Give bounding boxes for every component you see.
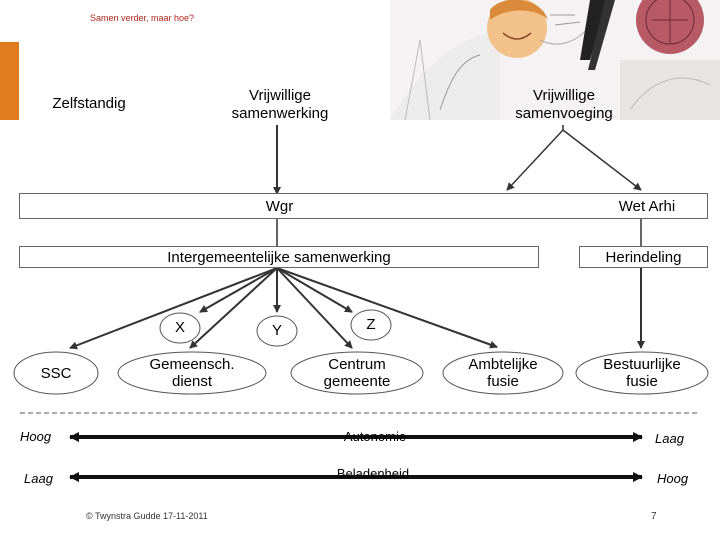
ellipse-bestuurlijke-fusie — [575, 351, 709, 395]
bar-herindeling: Herindeling — [579, 246, 708, 268]
ellipse-z — [350, 309, 392, 341]
ellipse-y — [256, 315, 298, 347]
label-z: Z — [366, 316, 376, 333]
ellipse-ambtelijke-fusie — [442, 351, 564, 395]
ellipse-ssc — [13, 351, 99, 395]
ellipse-gemeensch-dienst — [117, 351, 267, 395]
label-wgr: Wgr — [265, 198, 294, 215]
beladenheid-label: Beladenheid — [336, 466, 410, 481]
page-number: 7 — [651, 511, 657, 522]
label-y: Y — [271, 322, 282, 339]
label-herindeling: Herindeling — [605, 249, 682, 266]
bar-wgr-wet-arhi: Wgr Wet Arhi — [19, 193, 708, 219]
autonomie-label: Autonomie — [343, 429, 407, 444]
label-x: X — [174, 319, 185, 336]
autonomie-right-label: Laag — [655, 431, 684, 446]
beladenheid-left-label: Laag — [24, 471, 53, 486]
bar-intergemeentelijke: Intergemeentelijke samenwerking — [19, 246, 539, 268]
header-subtitle: Samen verder, maar hoe? — [90, 13, 195, 23]
label-zelfstandig: Zelfstandig — [52, 95, 126, 112]
footer-copyright: © Twynstra Gudde 17-11-2011 — [86, 511, 208, 521]
arrow-samenvoeging-wgr — [506, 129, 564, 191]
ellipse-x — [159, 312, 201, 344]
autonomie-left-label: Hoog — [20, 429, 52, 444]
arrow-samenvoeging-arhi — [562, 129, 642, 191]
ellipse-centrum-gemeente — [290, 351, 424, 395]
label-gemeensch-dienst: Gemeensch.dienst — [149, 356, 235, 391]
label-intergemeentelijke: Intergemeentelijke samenwerking — [167, 249, 391, 266]
accent-bar — [0, 42, 19, 120]
banner-illustration — [390, 0, 720, 120]
beladenheid-right-label: Hoog — [657, 471, 689, 486]
label-wet-arhi: Wet Arhi — [618, 198, 676, 215]
label-ssc: SSC — [40, 365, 72, 382]
